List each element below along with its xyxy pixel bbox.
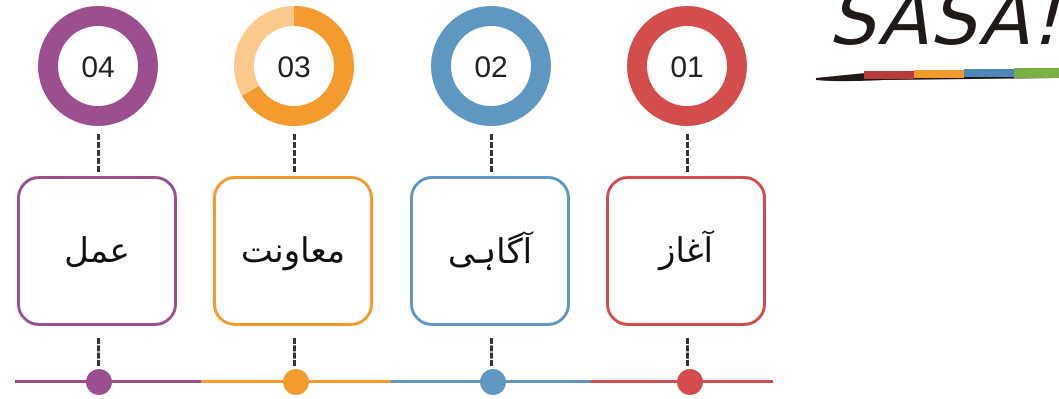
progress-ring bbox=[431, 6, 551, 126]
logo-text: SASA! bbox=[823, 0, 1059, 62]
step-02: 02 آگاہی bbox=[410, 0, 578, 399]
progress-ring bbox=[234, 6, 354, 126]
logo-color-stroke bbox=[816, 68, 1059, 82]
connector-top bbox=[293, 134, 296, 172]
step-03: 03 معاونت bbox=[213, 0, 381, 399]
step-label: معاونت bbox=[240, 231, 346, 271]
ring-track bbox=[431, 6, 551, 126]
progress-ring bbox=[627, 6, 747, 126]
step-label: آگاہی bbox=[447, 231, 533, 272]
connector-bottom bbox=[490, 338, 493, 366]
step-04: 04 عمل bbox=[17, 0, 185, 399]
connector-bottom bbox=[293, 338, 296, 366]
connector-top bbox=[686, 134, 689, 172]
step-label: آغاز bbox=[658, 231, 713, 271]
timeline-node-01 bbox=[677, 369, 703, 395]
step-number: 04 bbox=[81, 51, 115, 84]
step-number: 03 bbox=[277, 51, 311, 84]
step-number: 02 bbox=[474, 51, 508, 84]
step-card: آغاز bbox=[606, 176, 766, 326]
step-number: 01 bbox=[670, 51, 704, 84]
timeline-node-02 bbox=[480, 369, 506, 395]
timeline-node-04 bbox=[86, 369, 112, 395]
timeline-node-03 bbox=[283, 369, 309, 395]
progress-ring bbox=[38, 6, 158, 126]
step-card: معاونت bbox=[213, 176, 373, 326]
connector-top bbox=[490, 134, 493, 172]
step-card: آگاہی bbox=[410, 176, 570, 326]
connector-top bbox=[97, 134, 100, 172]
step-card: عمل bbox=[17, 176, 177, 326]
connector-bottom bbox=[97, 338, 100, 366]
sasa-logo: SASA! bbox=[810, 0, 1059, 90]
ring-track bbox=[38, 6, 158, 126]
step-01: 01 آغاز bbox=[606, 0, 774, 399]
ring-arc bbox=[242, 6, 354, 126]
step-label: عمل bbox=[64, 231, 130, 271]
connector-bottom bbox=[686, 338, 689, 366]
ring-track bbox=[627, 6, 747, 126]
